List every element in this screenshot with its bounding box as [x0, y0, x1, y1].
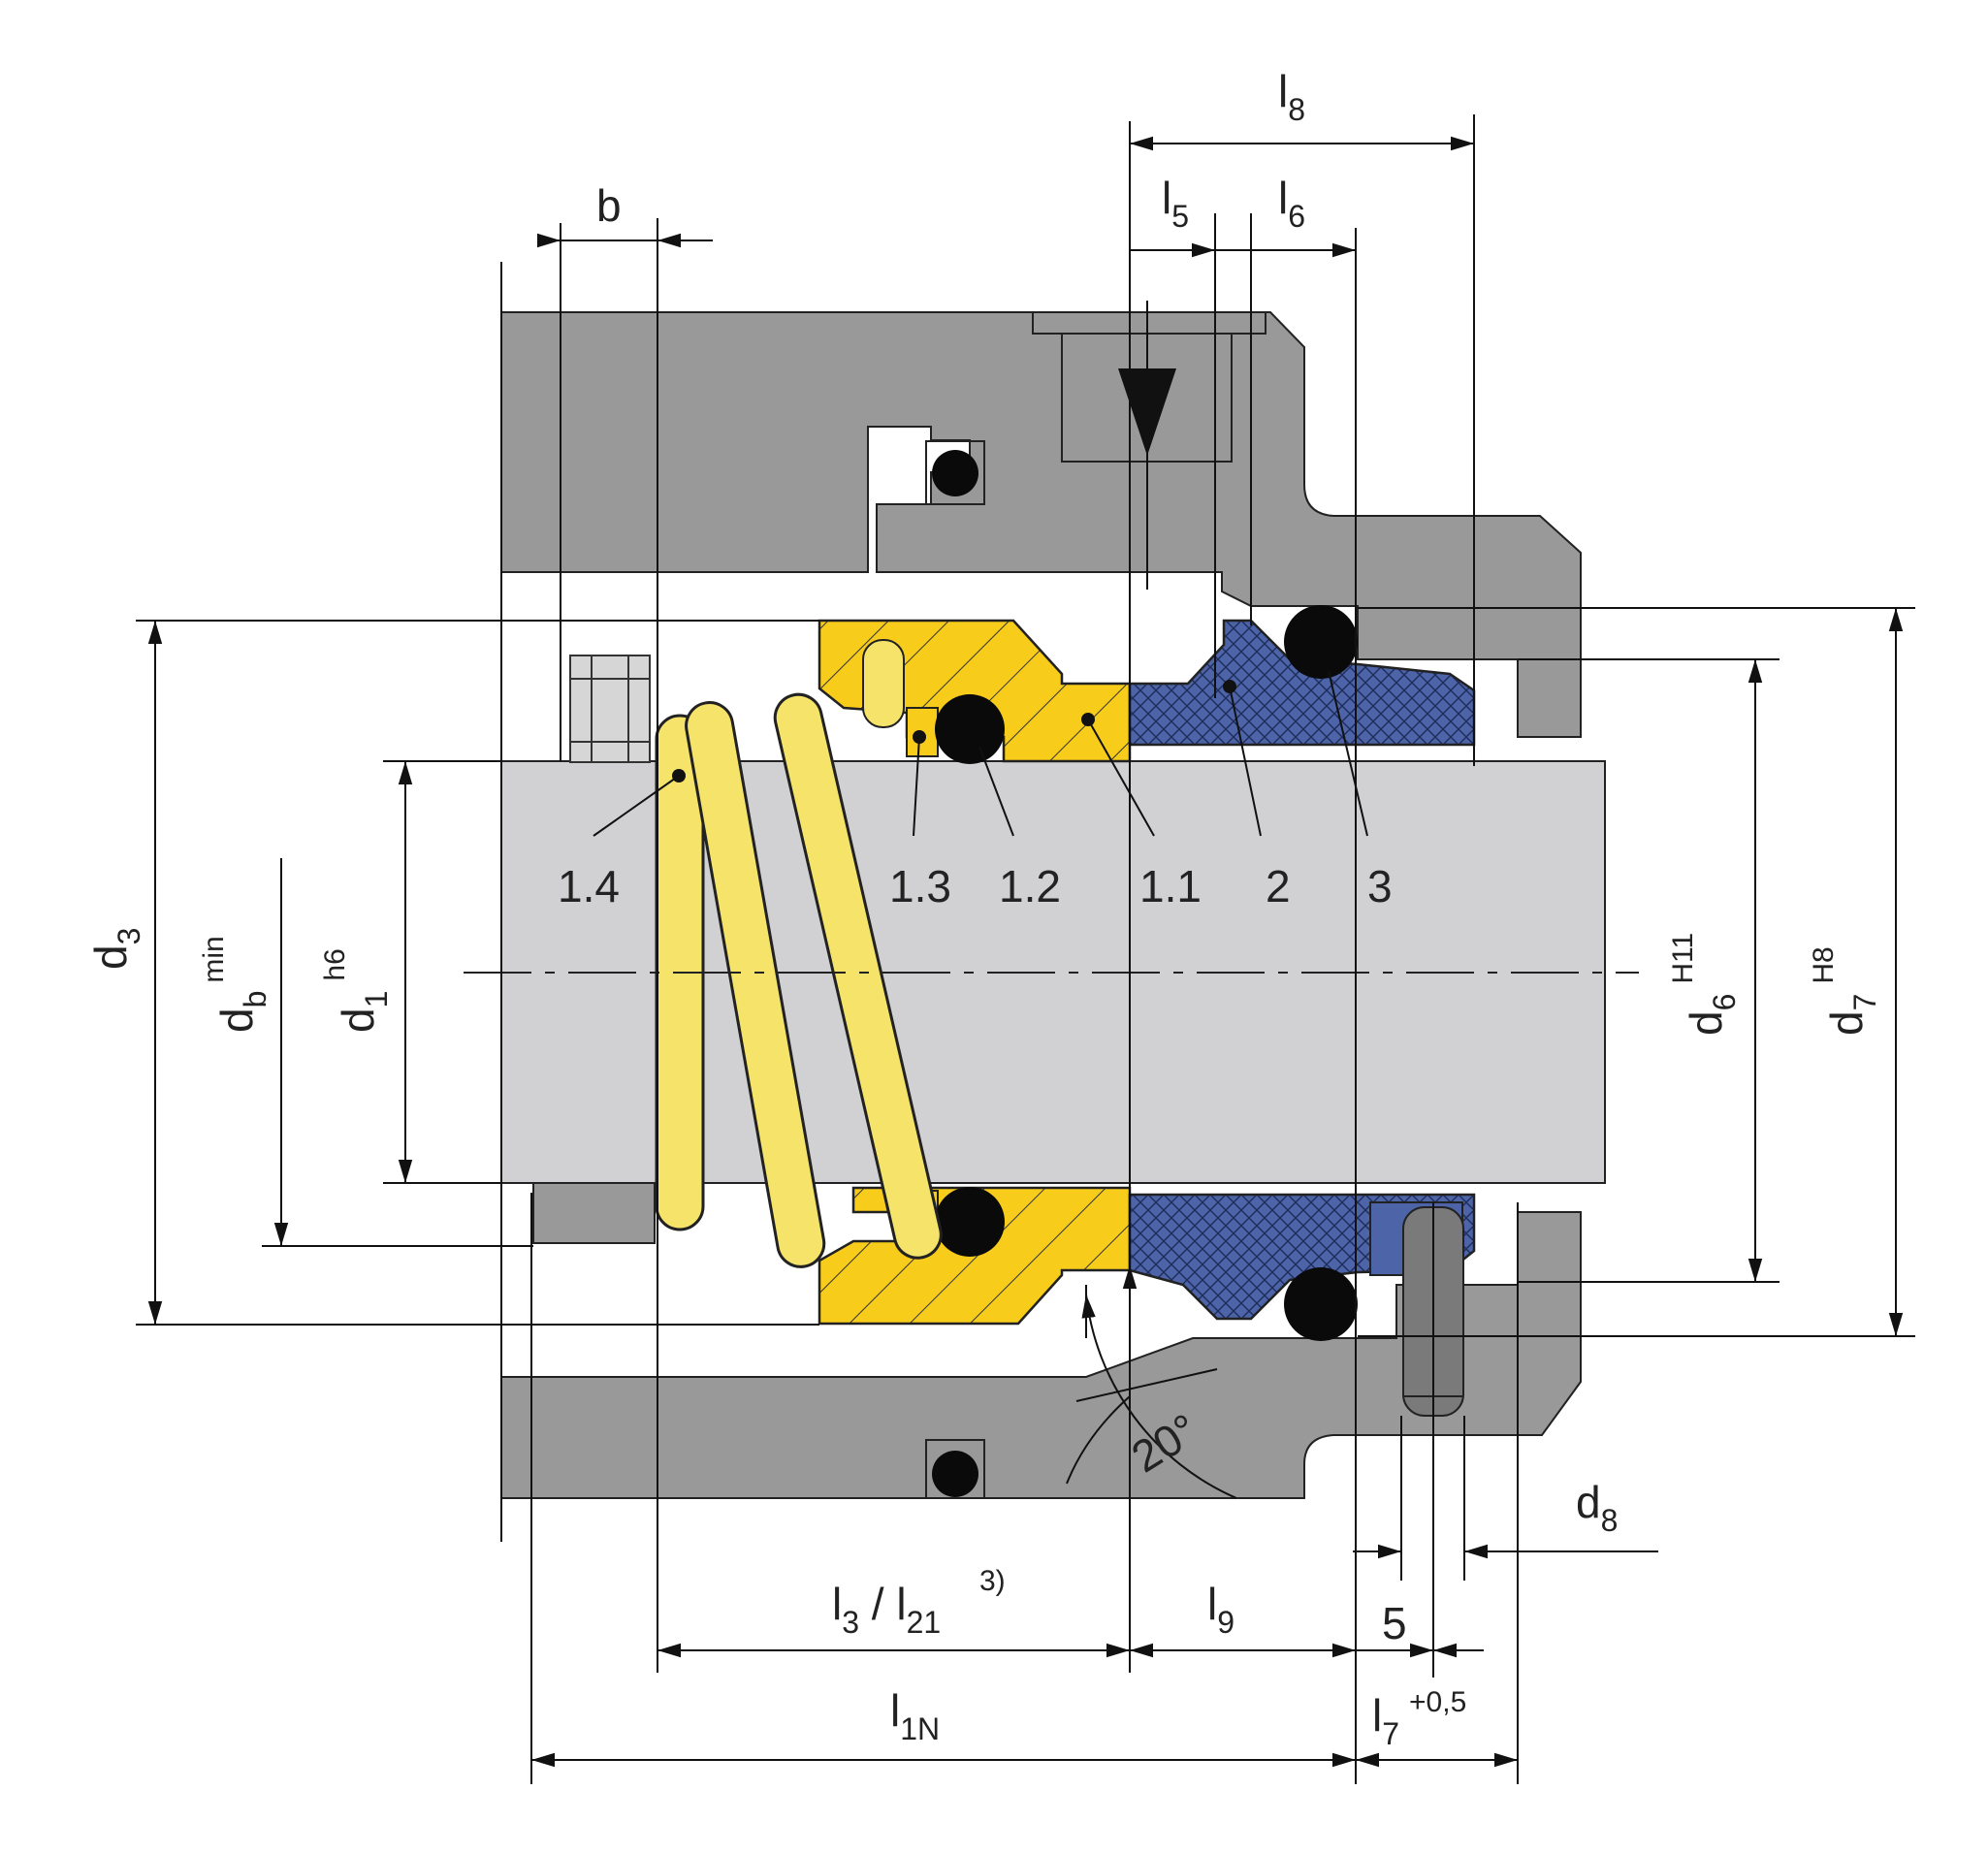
part-label-3: 3: [1367, 861, 1393, 911]
dim-l5: l5: [1162, 173, 1189, 234]
oring-1-2-bottom: [935, 1187, 1005, 1257]
part-label-1-2: 1.2: [999, 861, 1061, 911]
leader-dots: [672, 680, 1236, 783]
dim-note-3: 3): [979, 1565, 1006, 1597]
flow-arrow-icon: [1118, 368, 1176, 456]
dim-d1: d1h6: [319, 948, 394, 1033]
spring-coil-2: [685, 701, 826, 1268]
dim-d7: d7H8: [1808, 946, 1882, 1036]
housing-oring-bottom: [932, 1451, 978, 1497]
part-label-2: 2: [1266, 861, 1291, 911]
oring-3-bottom: [1284, 1267, 1358, 1341]
drive-pin: [862, 639, 905, 728]
part-label-1-3: 1.3: [889, 861, 951, 911]
lower-housing-step: [532, 1182, 656, 1244]
part-label-1-4: 1.4: [558, 861, 620, 911]
lower-housing: [500, 1211, 1582, 1499]
dim-d6: d6H11: [1667, 933, 1742, 1036]
dim-l9: l9: [1207, 1579, 1234, 1640]
housing: [500, 311, 1582, 1499]
dim-d8: d8: [1576, 1477, 1618, 1538]
set-screw: [569, 655, 651, 763]
part-label-1-1: 1.1: [1139, 861, 1202, 911]
oring-1-2-top: [935, 694, 1005, 764]
dim-l6: l6: [1278, 173, 1305, 234]
dim-b: b: [596, 180, 622, 231]
dim-d3: d3: [85, 928, 146, 970]
gland-port-cap: [1032, 311, 1267, 335]
dim-l1N: l1N: [890, 1685, 940, 1746]
dim-l8: l8: [1278, 66, 1305, 127]
housing-oring-groove-bottom: [925, 1439, 985, 1499]
oring-3-top: [1284, 605, 1358, 679]
dim-db: dbmin: [198, 936, 273, 1033]
housing-oring-groove-top: [925, 440, 985, 505]
dim-5: 5: [1382, 1598, 1407, 1648]
leader-lines: [593, 670, 1368, 837]
dim-l7: l7+0,5: [1372, 1686, 1466, 1751]
dim-l3-l21: l3 / l21: [832, 1579, 941, 1640]
housing-oring-top: [932, 450, 978, 496]
spring-coil-3: [773, 692, 943, 1260]
